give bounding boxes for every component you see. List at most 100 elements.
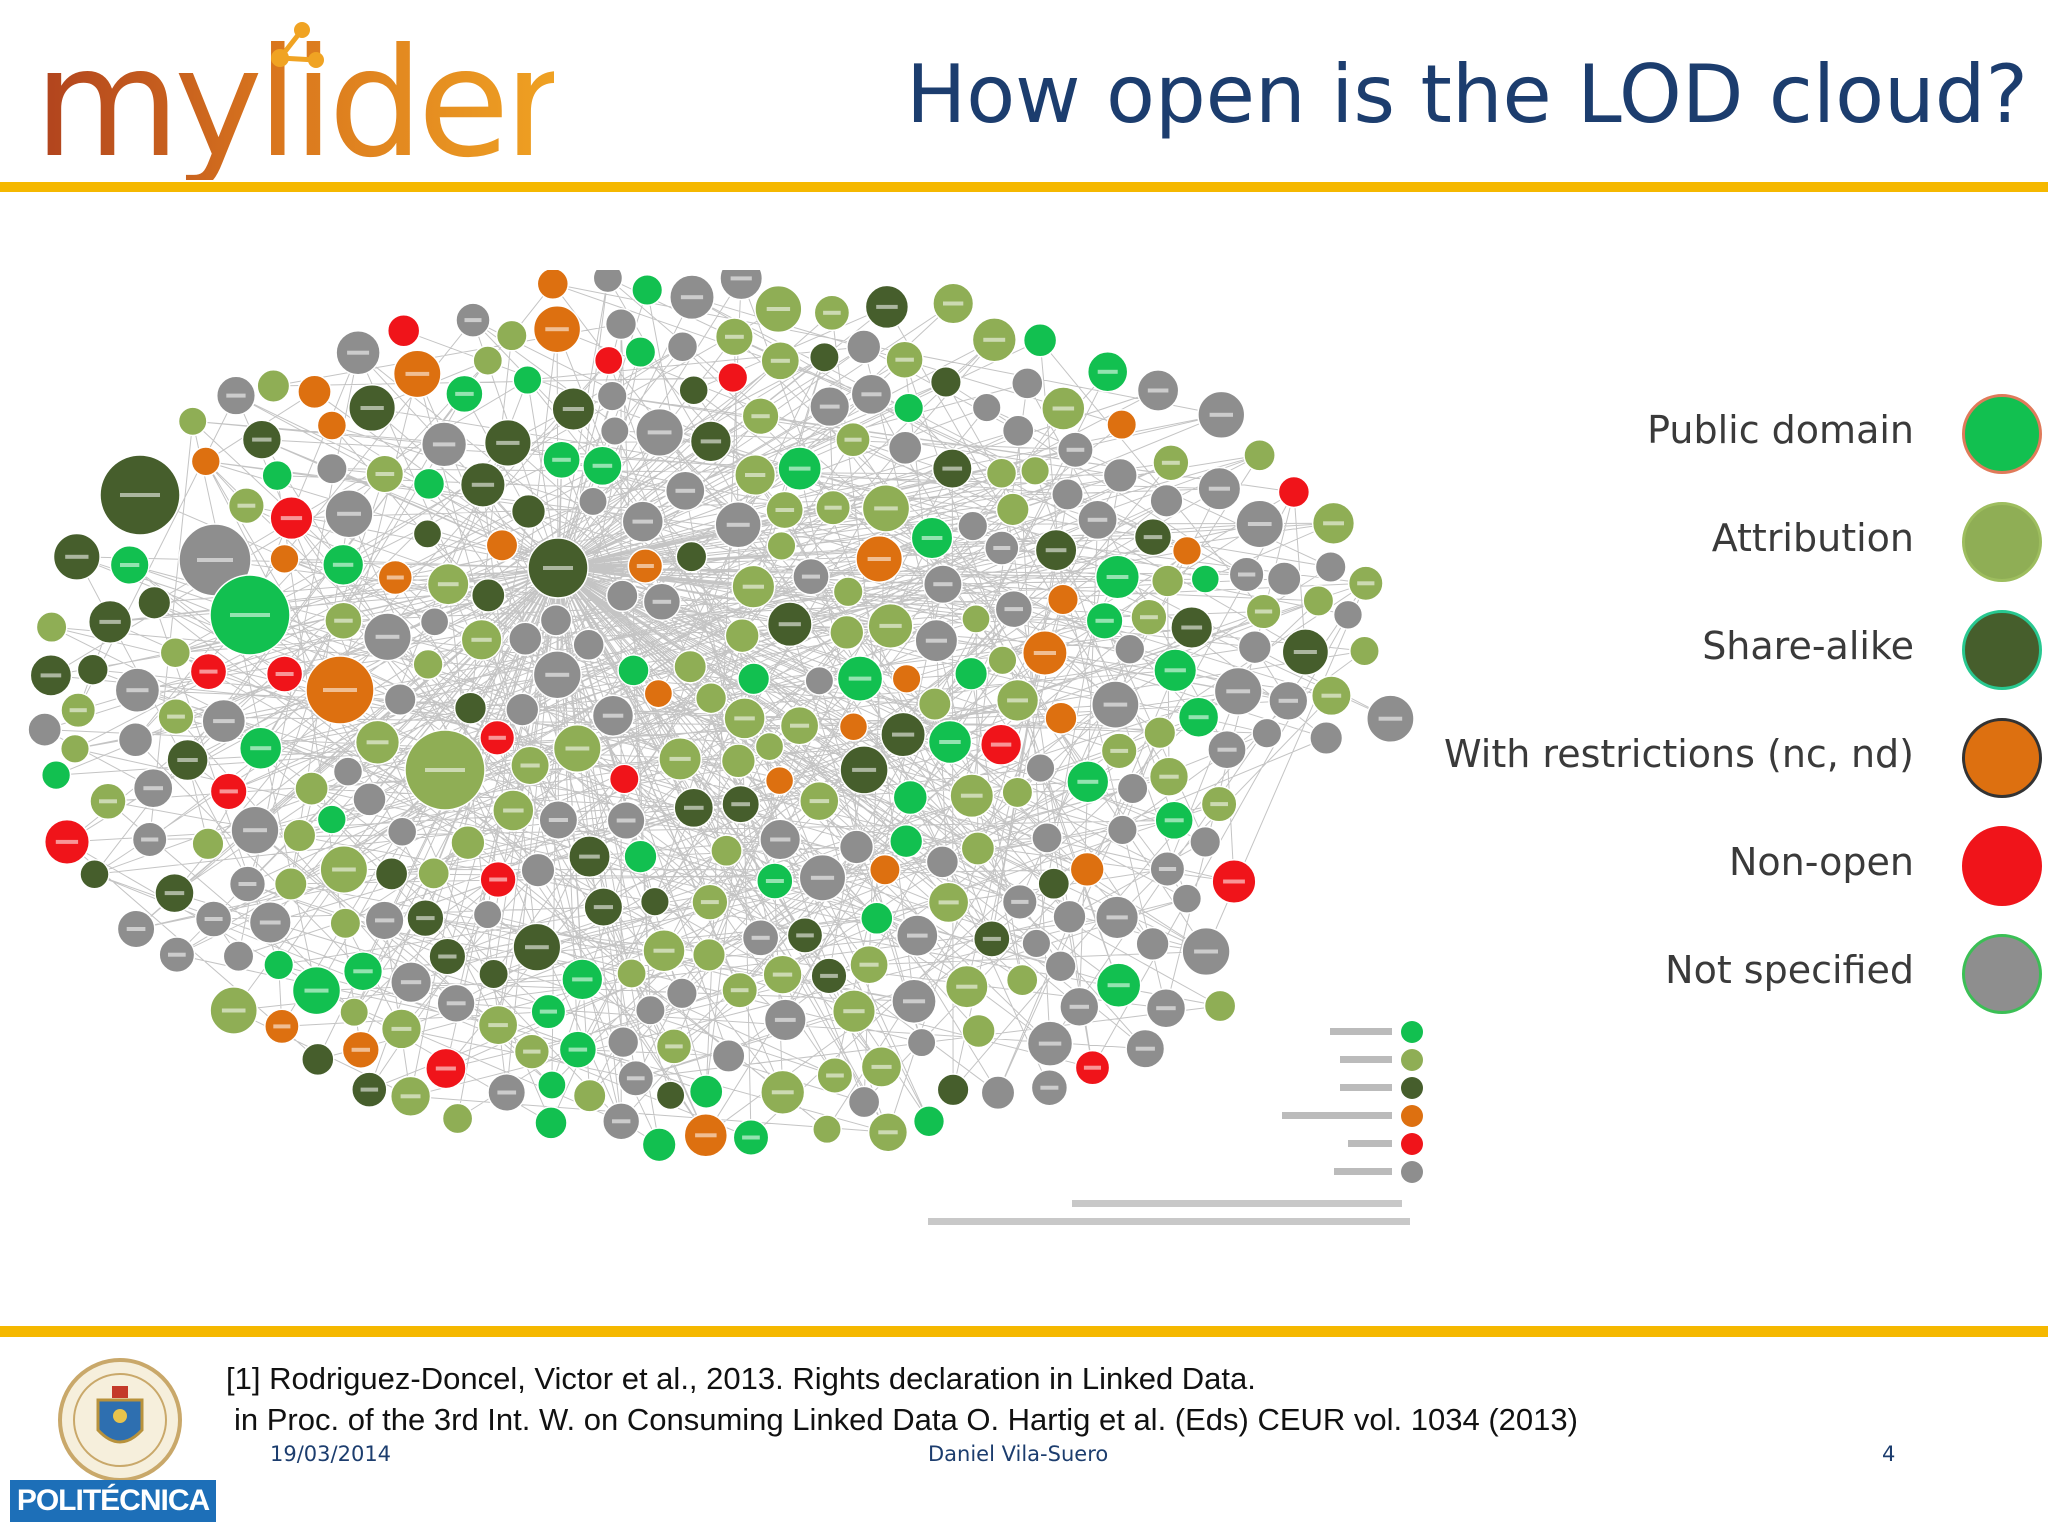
node-label-mark [543, 566, 573, 570]
dataset-node [1011, 367, 1044, 400]
dataset-node [846, 329, 882, 365]
dataset-node [912, 1105, 946, 1138]
dataset-node [505, 692, 540, 727]
dataset-node [643, 678, 674, 709]
dataset-node [954, 656, 989, 691]
node-label-mark [579, 854, 600, 859]
node-label-mark [405, 371, 430, 376]
node-label-mark [197, 558, 233, 562]
dataset-node [616, 958, 647, 989]
dataset-node [520, 852, 556, 888]
dataset-node [572, 1078, 607, 1113]
node-label-mark [774, 1017, 796, 1022]
node-label-mark [539, 1009, 557, 1014]
node-label-mark [1106, 915, 1128, 920]
node-label-mark [626, 1076, 645, 1081]
dataset-node [1025, 753, 1056, 784]
node-label-mark [230, 613, 270, 617]
node-label-mark [1238, 572, 1256, 577]
dataset-node [1046, 583, 1080, 616]
node-label-mark [332, 867, 356, 872]
dataset-node [1106, 409, 1138, 441]
dataset-node [1150, 564, 1185, 598]
node-label-mark [1069, 1004, 1089, 1009]
node-label-mark [921, 536, 943, 540]
node-label-mark [347, 350, 370, 355]
dataset-node [812, 1114, 842, 1145]
dataset-node [694, 682, 728, 715]
slide-title: How open is the LOD cloud? [906, 48, 2028, 141]
dataset-node [534, 1106, 568, 1140]
dataset-node [971, 392, 1002, 423]
node-label-mark [1106, 575, 1129, 579]
dataset-node [717, 362, 749, 394]
node-label-mark [386, 575, 404, 580]
node-label-mark [375, 634, 400, 639]
node-label-mark [725, 334, 744, 339]
node-label-mark [861, 392, 882, 397]
node-label-mark [895, 357, 914, 362]
node-label-mark [259, 920, 281, 925]
node-label-mark [982, 936, 1001, 941]
node-label-mark [700, 900, 719, 905]
node-label-mark [1378, 716, 1403, 721]
dataset-node [1135, 926, 1170, 962]
dataset-node [512, 364, 543, 396]
dataset-node [925, 845, 960, 879]
node-label-mark [819, 404, 840, 409]
node-label-mark [568, 1047, 588, 1052]
dataset-node [1171, 883, 1203, 914]
dataset-node [1332, 599, 1364, 630]
node-label-mark [167, 714, 185, 719]
dataset-node [1189, 825, 1222, 858]
dataset-node [847, 1085, 881, 1119]
node-label-mark [1321, 693, 1342, 698]
node-label-mark [903, 999, 926, 1004]
node-label-mark [843, 1009, 865, 1014]
dataset-node [1031, 822, 1063, 854]
dataset-node [604, 307, 638, 341]
node-label-mark [1095, 618, 1114, 623]
dataset-node [1052, 899, 1087, 934]
node-label-mark [432, 442, 456, 447]
not-specified-swatch [1962, 934, 2042, 1014]
node-label-mark [636, 564, 654, 568]
node-label-mark [177, 758, 198, 762]
node-label-mark [548, 818, 568, 822]
dataset-node [177, 406, 208, 437]
node-label-mark [488, 735, 506, 740]
node-label-mark [820, 973, 838, 978]
node-label-mark [675, 488, 696, 493]
dataset-node [316, 410, 348, 441]
dataset-node [720, 743, 757, 779]
node-label-mark [602, 713, 624, 718]
node-label-mark [1161, 460, 1180, 465]
node-label-mark [455, 391, 474, 396]
footer-date: 19/03/2014 [270, 1442, 392, 1466]
node-label-mark [790, 723, 810, 728]
node-label-mark [332, 562, 354, 567]
politecnica-logo: POLITÉCNICA [10, 1480, 216, 1522]
node-label-mark [489, 877, 508, 882]
node-label-mark [226, 393, 246, 398]
dataset-node [1251, 717, 1283, 749]
node-label-mark [366, 740, 389, 745]
dataset-node [766, 530, 797, 561]
dataset-node [860, 901, 894, 936]
node-label-mark [1038, 1041, 1062, 1046]
node-label-mark [771, 1090, 794, 1095]
dataset-node [893, 392, 925, 424]
dataset-node [294, 771, 329, 806]
dataset-node [724, 618, 760, 654]
node-label-mark [471, 482, 495, 487]
node-label-mark [1159, 774, 1179, 779]
dataset-node [960, 831, 996, 866]
seal-graphic [58, 1358, 182, 1482]
dataset-node [1020, 455, 1051, 486]
node-label-mark [99, 619, 121, 624]
node-label-mark [778, 622, 801, 627]
node-label-mark [360, 1087, 379, 1092]
node-label-mark [250, 746, 272, 751]
node-label-mark [438, 954, 457, 959]
svg-text:mylider: mylider [34, 17, 554, 180]
